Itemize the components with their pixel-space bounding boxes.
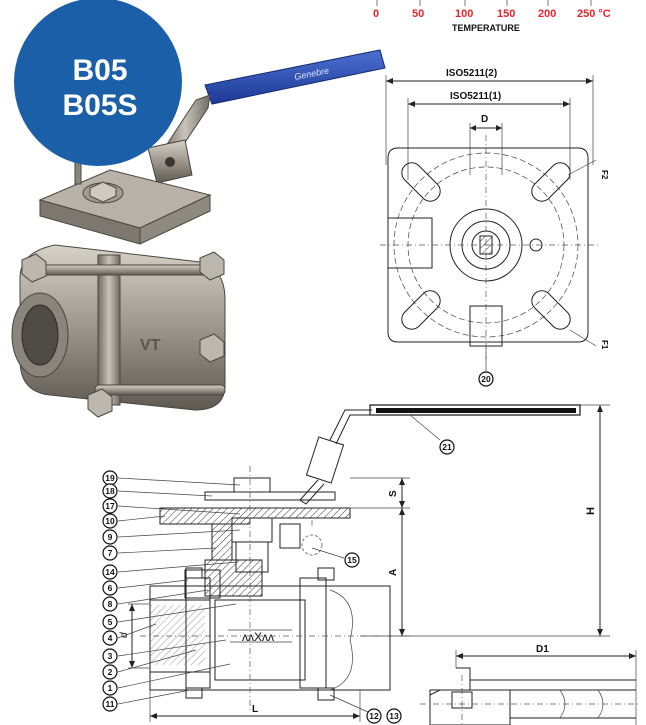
callout-11: 11 xyxy=(106,699,115,709)
callout-12: 12 xyxy=(369,711,379,721)
temperature-label: TEMPERATURE xyxy=(452,23,520,33)
callout-4: 4 xyxy=(108,633,113,643)
dim-d1: D1 xyxy=(536,644,549,655)
callout-20: 20 xyxy=(481,374,491,384)
callout-21: 21 xyxy=(442,442,452,452)
temp-tick-50: 50 xyxy=(412,8,424,20)
callout-2: 2 xyxy=(108,667,113,677)
callout-21-circle xyxy=(439,439,455,455)
temp-tick-0: 0 xyxy=(373,8,379,20)
callout-18: 18 xyxy=(105,486,115,496)
d1-view-drawing: D1 xyxy=(420,644,640,725)
callout-3: 3 xyxy=(108,651,113,661)
dim-s: S xyxy=(388,490,399,497)
dim-d: d xyxy=(119,632,130,638)
callout-17: 17 xyxy=(105,501,115,511)
callout-19: 19 xyxy=(105,473,115,483)
temp-tick-150: 150 xyxy=(497,8,515,20)
f1-label: F1 xyxy=(600,340,609,350)
temp-tick-200: 200 xyxy=(538,8,556,20)
d-label: D xyxy=(481,114,488,125)
badge-line2: B05S xyxy=(62,89,137,122)
dim-a: A xyxy=(388,569,399,576)
top-view-drawing: ISO5211(2) ISO5211(1) D F2 xyxy=(380,68,609,387)
iso1-label: ISO5211(1) xyxy=(450,91,501,102)
callout-9: 9 xyxy=(108,532,113,542)
iso2-label: ISO5211(2) xyxy=(446,68,497,79)
callout-12-circle xyxy=(366,708,382,724)
callout-list-left: 19 18 17 10 9 7 14 6 8 5 4 3 2 1 11 xyxy=(102,470,118,712)
dim-l: L xyxy=(252,704,258,715)
callout-8: 8 xyxy=(108,599,113,609)
callout-10: 10 xyxy=(105,516,115,526)
temp-tick-100: 100 xyxy=(455,8,473,20)
callout-6: 6 xyxy=(108,583,113,593)
spring-mark: ᴧᴧXᴧᴧ xyxy=(242,630,274,644)
callout-13: 13 xyxy=(389,711,399,721)
callout-15: 15 xyxy=(347,555,357,565)
callout-7: 7 xyxy=(108,548,113,558)
callout-20-circle xyxy=(478,371,494,387)
section-view-drawing: 21 ᴧᴧXᴧᴧ xyxy=(102,404,610,724)
valve-photo: Genebre VT xyxy=(11,49,386,418)
temp-tick-250: 250 °C xyxy=(577,8,611,20)
dim-h: H xyxy=(585,507,597,515)
callout-15-circle xyxy=(344,552,360,568)
callout-1: 1 xyxy=(108,683,113,693)
callout-14: 14 xyxy=(105,567,115,577)
badge-circle xyxy=(14,0,182,166)
badge-line1: B05 xyxy=(72,54,127,87)
f2-label: F2 xyxy=(600,170,609,180)
callout-5: 5 xyxy=(108,617,113,627)
temperature-axis: 0 50 100 150 200 250 °C TEMPERATURE xyxy=(373,0,611,33)
body-marking: VT xyxy=(140,337,161,354)
model-badge: B05 B05S xyxy=(14,0,182,166)
callout-13-circle xyxy=(386,708,402,724)
